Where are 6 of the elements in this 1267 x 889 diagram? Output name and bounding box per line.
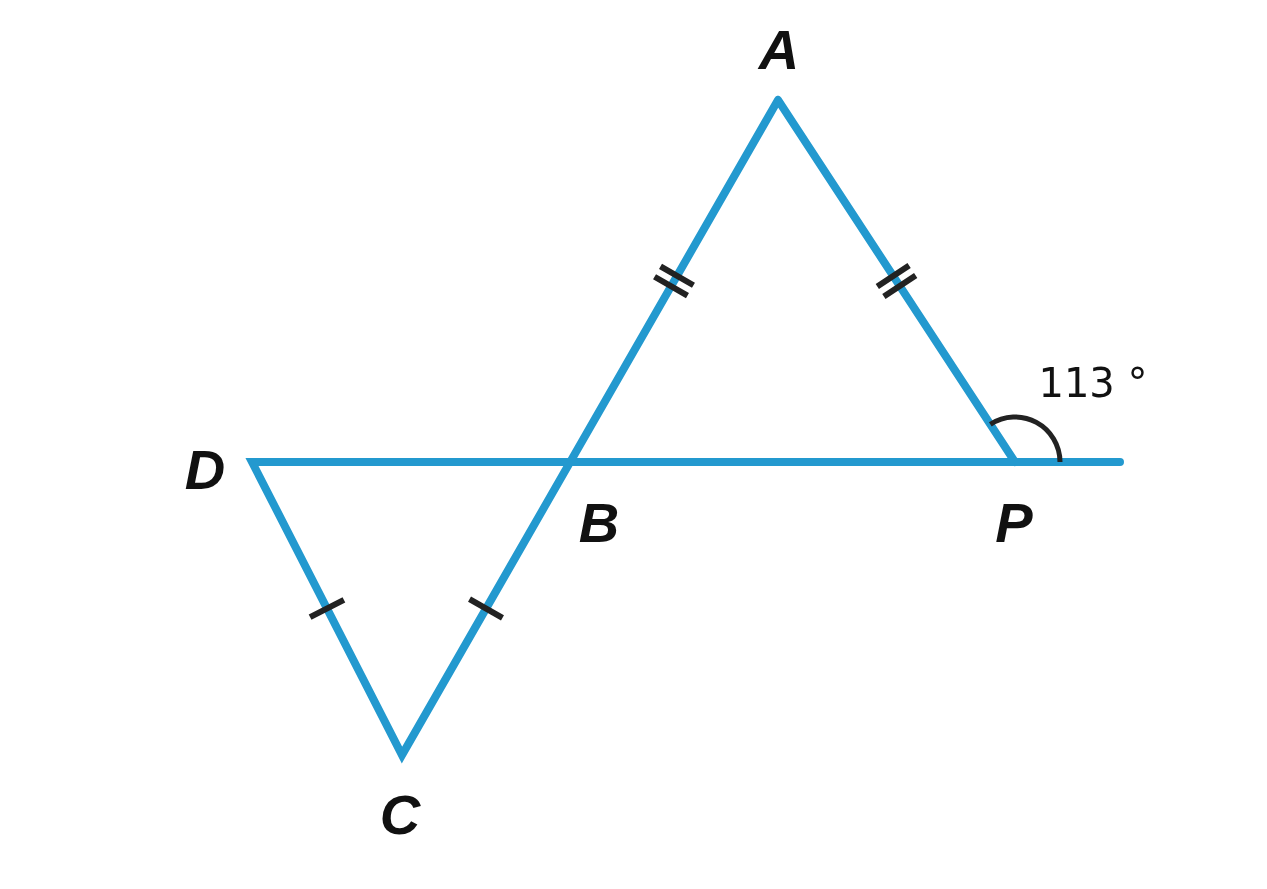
point-label: P (995, 495, 1033, 551)
angle-label: 113 ° (1038, 363, 1148, 403)
point-label: C (379, 787, 421, 843)
point-label: B (578, 495, 620, 551)
point-label: D (184, 442, 226, 498)
point-label: A (758, 22, 800, 78)
